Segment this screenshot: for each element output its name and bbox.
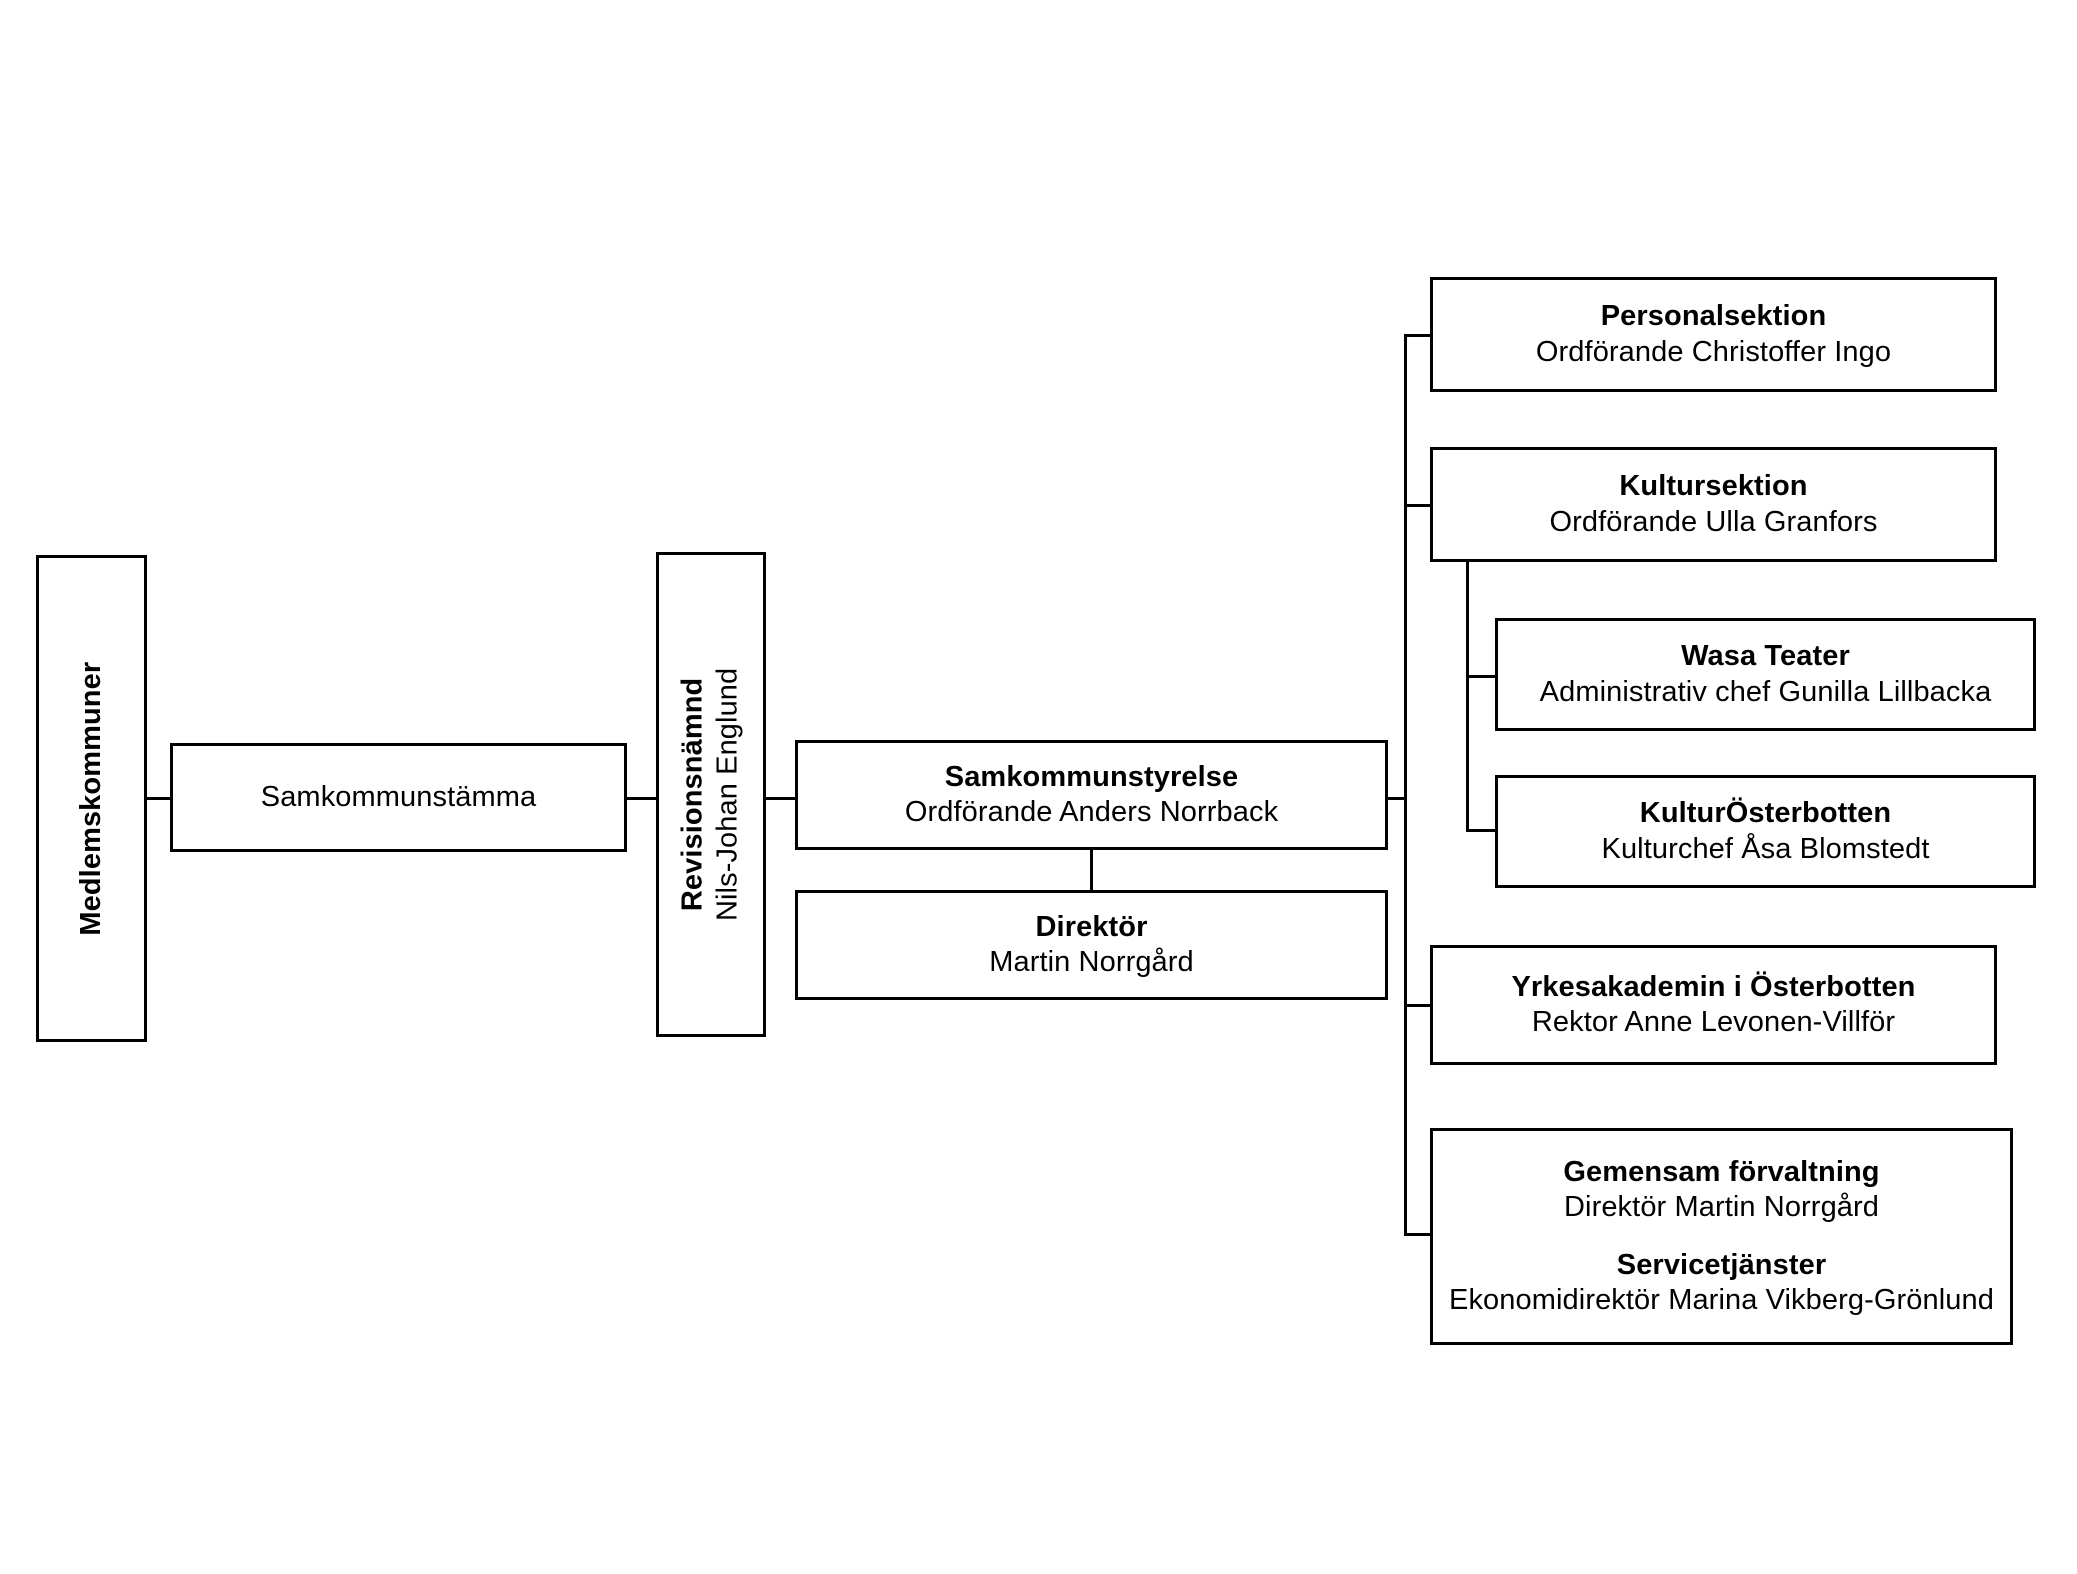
wasa-teater-title: Wasa Teater xyxy=(1681,640,1850,673)
personalsektion-title: Personalsektion xyxy=(1600,300,1827,333)
connector-revisionsnamnd-to-samkommunstyrelse xyxy=(766,797,797,800)
node-samkommunstamma[interactable]: Samkommunstämma xyxy=(170,743,627,852)
connector-subtrunk-to-kulturosterbotten xyxy=(1466,829,1498,832)
node-wasa-teater[interactable]: Wasa Teater Administrativ chef Gunilla L… xyxy=(1495,618,2036,731)
node-direktor[interactable]: Direktör Martin Norrgård xyxy=(795,890,1388,1000)
servicetjanster-title: Servicetjänster xyxy=(1616,1248,1827,1281)
gemensam-forvaltning-title: Gemensam förvaltning xyxy=(1563,1155,1880,1188)
node-personalsektion[interactable]: Personalsektion Ordförande Christoffer I… xyxy=(1430,277,1997,392)
kulturosterbotten-subtitle: Kulturchef Åsa Blomstedt xyxy=(1601,832,1930,865)
connector-trunk-to-gemensam-forvaltning xyxy=(1404,1233,1433,1236)
node-kultursektion[interactable]: Kultursektion Ordförande Ulla Granfors xyxy=(1430,447,1997,562)
connector-medlemskommuner-to-samkommunstamma xyxy=(147,797,172,800)
samkommunstyrelse-subtitle: Ordförande Anders Norrback xyxy=(904,796,1279,828)
connector-trunk-to-kultursektion xyxy=(1404,504,1433,507)
medlemskommuner-title: Medlemskommuner xyxy=(74,661,107,936)
servicetjanster-subtitle: Ekonomidirektör Marina Vikberg-Grönlund xyxy=(1449,1283,1994,1316)
wasa-teater-subtitle: Administrativ chef Gunilla Lillbacka xyxy=(1539,675,1992,708)
revisionsnamnd-title: Revisionsnämnd xyxy=(676,677,709,912)
trunk-kultursektion-sub-vertical xyxy=(1466,560,1469,832)
connector-samkommunstyrelse-to-direktor xyxy=(1090,850,1093,892)
medlemskommuner-vertical-text: Medlemskommuner xyxy=(74,662,109,936)
revisionsnamnd-subtitle: Nils-Johan Englund xyxy=(712,667,745,922)
kulturosterbotten-title: KulturÖsterbotten xyxy=(1639,797,1892,830)
node-medlemskommuner[interactable]: Medlemskommuner xyxy=(36,555,147,1042)
node-samkommunstyrelse[interactable]: Samkommunstyrelse Ordförande Anders Norr… xyxy=(795,740,1388,850)
connector-trunk-to-yrkesakademin xyxy=(1404,1004,1433,1007)
connector-trunk-to-personalsektion xyxy=(1404,334,1433,337)
samkommunstamma-label: Samkommunstämma xyxy=(260,780,537,813)
gemensam-forvaltning-subtitle: Direktör Martin Norrgård xyxy=(1563,1191,1880,1224)
connector-subtrunk-to-wasa-teater xyxy=(1466,675,1498,678)
samkommunstyrelse-title: Samkommunstyrelse xyxy=(944,760,1239,793)
node-kulturosterbotten[interactable]: KulturÖsterbotten Kulturchef Åsa Blomste… xyxy=(1495,775,2036,888)
direktor-title: Direktör xyxy=(1035,910,1148,943)
direktor-subtitle: Martin Norrgård xyxy=(989,946,1194,978)
kultursektion-subtitle: Ordförande Ulla Granfors xyxy=(1549,505,1878,538)
connector-samkommunstamma-to-revisionsnamnd xyxy=(627,797,658,800)
kultursektion-title: Kultursektion xyxy=(1619,470,1808,503)
node-gemensam-forvaltning[interactable]: Gemensam förvaltning Direktör Martin Nor… xyxy=(1430,1128,2013,1345)
yrkesakademin-title: Yrkesakademin i Österbotten xyxy=(1511,970,1916,1003)
trunk-main-vertical xyxy=(1404,334,1407,1236)
revisionsnamnd-vertical-text: Revisionsnämnd Nils-Johan Englund xyxy=(676,668,747,921)
node-yrkesakademin[interactable]: Yrkesakademin i Österbotten Rektor Anne … xyxy=(1430,945,1997,1065)
yrkesakademin-subtitle: Rektor Anne Levonen-Villför xyxy=(1531,1006,1896,1038)
connector-samkommunstyrelse-to-trunk xyxy=(1388,797,1407,800)
node-revisionsnamnd[interactable]: Revisionsnämnd Nils-Johan Englund xyxy=(656,552,766,1037)
personalsektion-subtitle: Ordförande Christoffer Ingo xyxy=(1535,335,1892,368)
